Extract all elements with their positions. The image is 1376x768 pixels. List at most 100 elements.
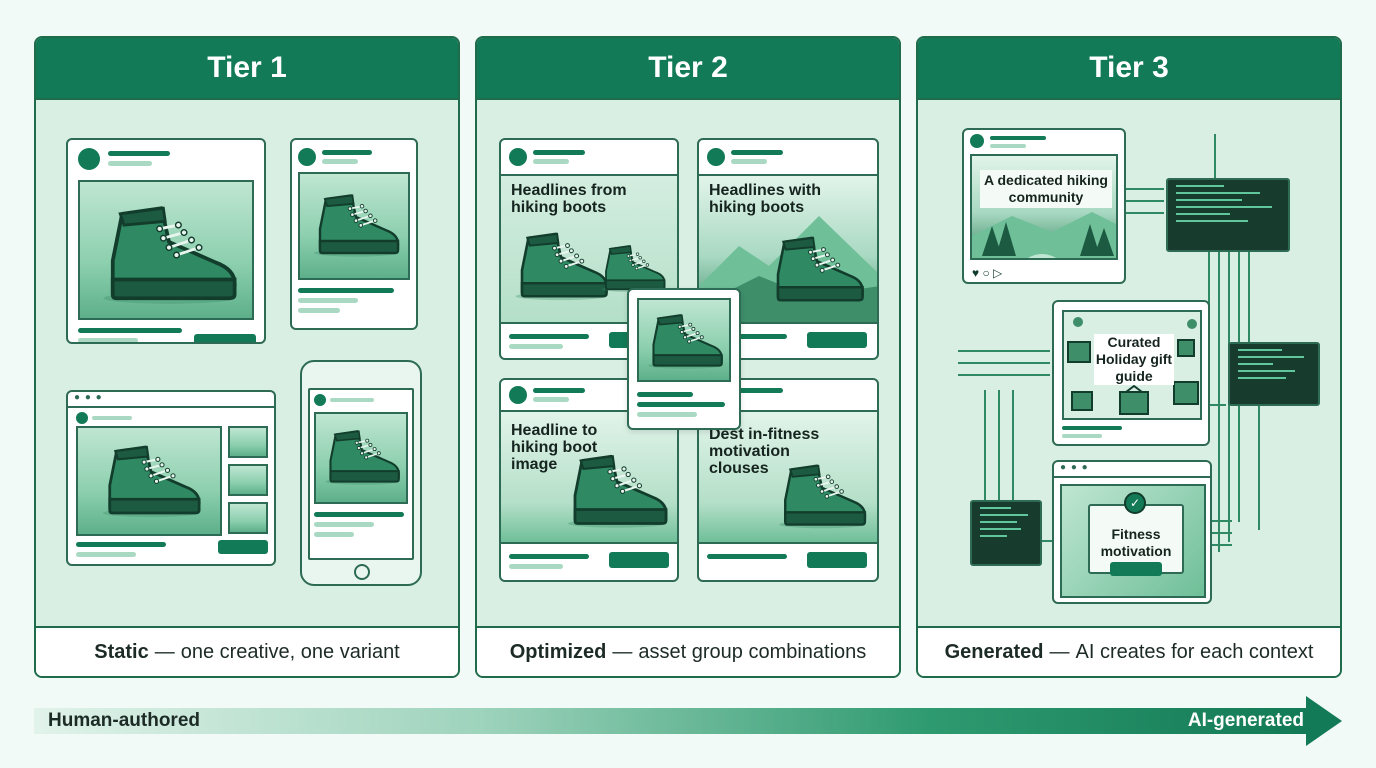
text-placeholder [108,161,152,166]
hiking-boot-icon [643,312,727,372]
axis-right-label: AI-generated [1187,710,1304,731]
tier-1-footer-text: one creative, one variant [180,640,400,663]
text-placeholder [298,308,340,313]
boot-image [78,180,254,320]
tier-2-footer: Optimized — asset group combinations [477,626,899,676]
static-web-ad: ● ● ● [66,390,276,566]
tier-2-title: Tier 2 [477,38,899,100]
hiking-boot-icon [765,234,869,308]
text-placeholder [509,554,589,559]
data-flow-line [1208,252,1210,342]
text-placeholder [533,397,569,402]
avatar [970,134,984,148]
data-flow-line [1212,520,1232,522]
code-panel [1228,342,1320,406]
data-flow-line [1012,390,1014,550]
static-display-ad [290,138,418,330]
text-placeholder [731,159,767,164]
human-to-ai-arrow-bar [34,708,1310,734]
avatar [78,148,100,170]
thumbnail [228,426,268,458]
text-placeholder [509,344,563,349]
window-controls-icon: ● ● ● [1060,462,1089,473]
hiking-boot-icon [320,428,404,488]
avatar [314,394,326,406]
tier-1-footer: Static — one creative, one variant [36,626,458,676]
text-placeholder [637,412,697,417]
data-flow-line [1218,252,1220,552]
check-icon: ✓ [1124,492,1146,514]
phone-screen [308,388,414,560]
static-mobile-ad [300,360,422,586]
static-social-ad [66,138,266,344]
hiking-boot-icon [597,244,669,294]
text-placeholder [731,388,783,393]
cta-button[interactable] [807,552,867,568]
cta-button[interactable] [807,332,867,348]
home-button-icon[interactable] [354,564,370,580]
text-placeholder [76,542,166,547]
tier-2-footer-bold: Optimized [509,640,607,663]
text-placeholder [637,402,725,407]
boot-image [298,172,410,280]
tier-3-body: A dedicated hiking community ♥ ○ ▷ Curat… [918,100,1340,626]
title-bar-divider [1054,476,1210,478]
text-placeholder [322,150,372,155]
tier-3-panel: Tier 3 [916,36,1342,678]
text-placeholder [330,398,374,402]
thumbnail [228,464,268,496]
asset-combination-card [627,288,741,430]
text-placeholder [533,388,585,393]
headline-text: Fitness motivation [1100,526,1172,559]
thumbnail [228,502,268,534]
avatar [707,148,725,166]
text-placeholder [707,554,787,559]
ad-variant-1: Headlines from hiking boots [499,138,679,360]
data-flow-line [1038,540,1052,542]
text-placeholder [509,334,589,339]
text-placeholder [990,144,1026,148]
text-placeholder [509,564,563,569]
data-flow-line [1210,404,1226,406]
tier-3-footer-dash: — [1049,640,1070,663]
ad-image-area: Dest in-fitness motivation clouses [699,410,877,544]
cta-button[interactable] [609,552,669,568]
tier-3-footer-bold: Generated [944,640,1044,663]
data-flow-line [1248,252,1250,342]
cta-button[interactable] [218,540,268,554]
data-flow-line [984,390,986,550]
hiking-boot-icon [773,462,871,532]
headline-text: Headlines from hiking boots [511,182,627,216]
text-placeholder [108,151,170,156]
data-flow-line [958,374,1050,376]
cta-button[interactable] [1110,562,1162,576]
cta-button[interactable] [194,334,256,342]
boot-image [637,298,731,382]
tier-2-body: Headlines from hiking boots Headlines wi… [477,100,899,626]
hiking-boot-icon [561,452,673,532]
text-placeholder [533,150,585,155]
text-placeholder [314,522,374,527]
text-placeholder [76,552,136,557]
headline-text: A dedicated hiking community [980,170,1112,208]
data-flow-line [1258,380,1260,530]
tier-1-body: ● ● ● [36,100,458,626]
data-flow-line [1214,134,1216,180]
text-placeholder [68,406,274,408]
data-flow-line [1212,544,1232,546]
hiking-boot-icon [94,204,244,308]
hiking-boot-icon [96,444,206,520]
data-flow-line [1124,212,1164,214]
boot-image [76,426,222,536]
text-placeholder [298,298,358,303]
text-placeholder [78,338,138,342]
engagement-icons[interactable]: ♥ ○ ▷ [972,266,1003,280]
text-placeholder [298,288,394,293]
gift-icon [1067,317,1199,415]
ad-image-area: Fitness motivation ✓ [1060,484,1206,598]
headline-text: Headline to hiking boot image [511,422,598,473]
avatar [298,148,316,166]
tier-1-footer-bold: Static [94,640,149,663]
generated-ad-community: A dedicated hiking community ♥ ○ ▷ [962,128,1126,284]
window-controls-icon: ● ● ● [74,392,103,403]
